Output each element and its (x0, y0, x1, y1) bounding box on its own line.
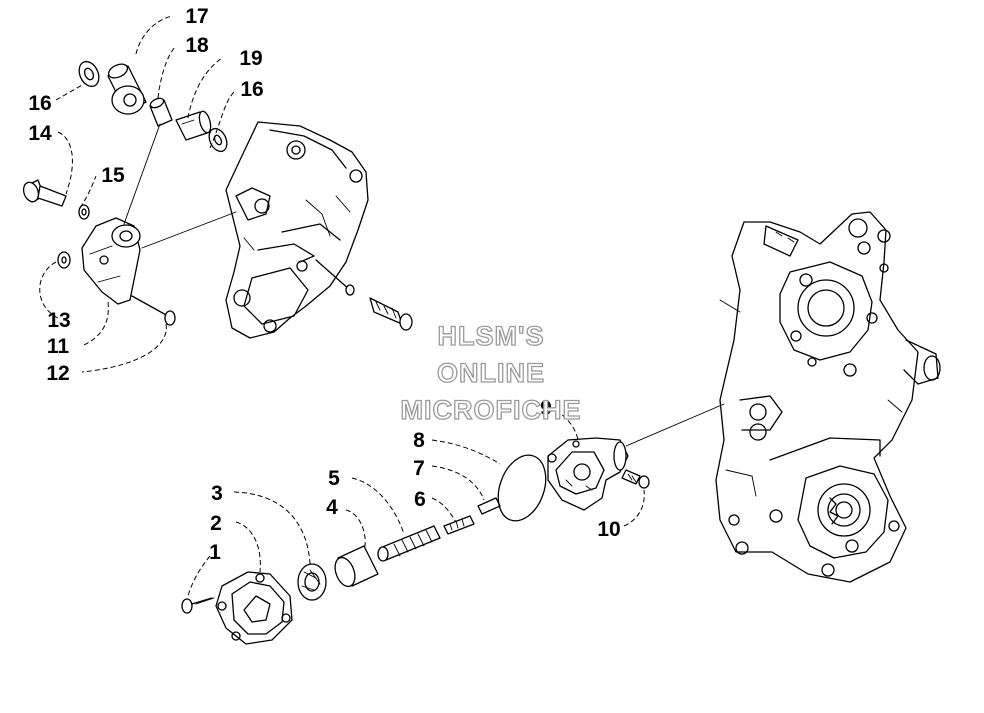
callout-16-right: 16 (240, 78, 263, 101)
callout-4: 4 (326, 496, 338, 519)
pump-cover-2 (215, 571, 293, 645)
housing-bolt (315, 259, 413, 331)
guide-line-bracket-to-housing (141, 211, 237, 249)
callout-11: 11 (47, 335, 70, 358)
shaft-5 (377, 525, 441, 562)
pin-18 (149, 97, 173, 127)
watermark-line-2: ONLINE (437, 358, 545, 388)
callout-14: 14 (28, 122, 52, 145)
leader-lines (39, 15, 645, 597)
callout-18: 18 (185, 34, 209, 57)
pump-housing-9 (547, 437, 629, 511)
left-engine-housing (225, 121, 369, 339)
callout-12: 12 (46, 362, 69, 385)
callout-3: 3 (211, 482, 223, 505)
callout-15: 15 (101, 164, 125, 187)
screw-1 (181, 597, 213, 614)
washer-16-right (208, 127, 228, 153)
pin-7 (477, 497, 501, 515)
watermark-line-1: HLSM'S (438, 321, 545, 351)
seal-4 (334, 545, 379, 588)
guide-line-bracket-to-pin (123, 123, 161, 225)
callout-16-left: 16 (28, 92, 51, 115)
washer-15 (78, 204, 90, 220)
bolt-14 (22, 179, 67, 207)
washer-16-left (78, 60, 100, 88)
bushing-17 (107, 63, 147, 115)
spring-6 (443, 515, 475, 535)
gasket-8 (497, 454, 547, 522)
watermark-line-3: MICROFICHE (401, 395, 582, 425)
callout-7: 7 (413, 457, 425, 480)
callout-10: 10 (597, 518, 620, 541)
nut-13 (57, 251, 71, 269)
right-engine-housing (715, 211, 941, 583)
impeller-3 (297, 563, 327, 601)
callout-1: 1 (209, 541, 221, 564)
callout-8: 8 (413, 429, 425, 452)
callout-13: 13 (47, 309, 70, 332)
sleeve-19 (175, 110, 212, 141)
screw-10 (621, 469, 650, 489)
guide-line-screw-1 (195, 597, 215, 605)
callout-5: 5 (328, 467, 340, 490)
callout-6: 6 (414, 488, 426, 511)
callout-2: 2 (210, 512, 222, 535)
guide-line-housing-9 (625, 403, 725, 447)
callout-19: 19 (239, 47, 262, 70)
bracket-11 (81, 217, 141, 305)
screw-12 (131, 295, 176, 326)
callout-labels: 1 2 3 4 5 6 7 8 9 10 11 12 13 14 15 16 1… (28, 5, 620, 564)
callout-17: 17 (185, 5, 208, 28)
callout-9: 9 (540, 397, 552, 420)
watermark: HLSM'S ONLINE MICROFICHE (400, 320, 582, 425)
